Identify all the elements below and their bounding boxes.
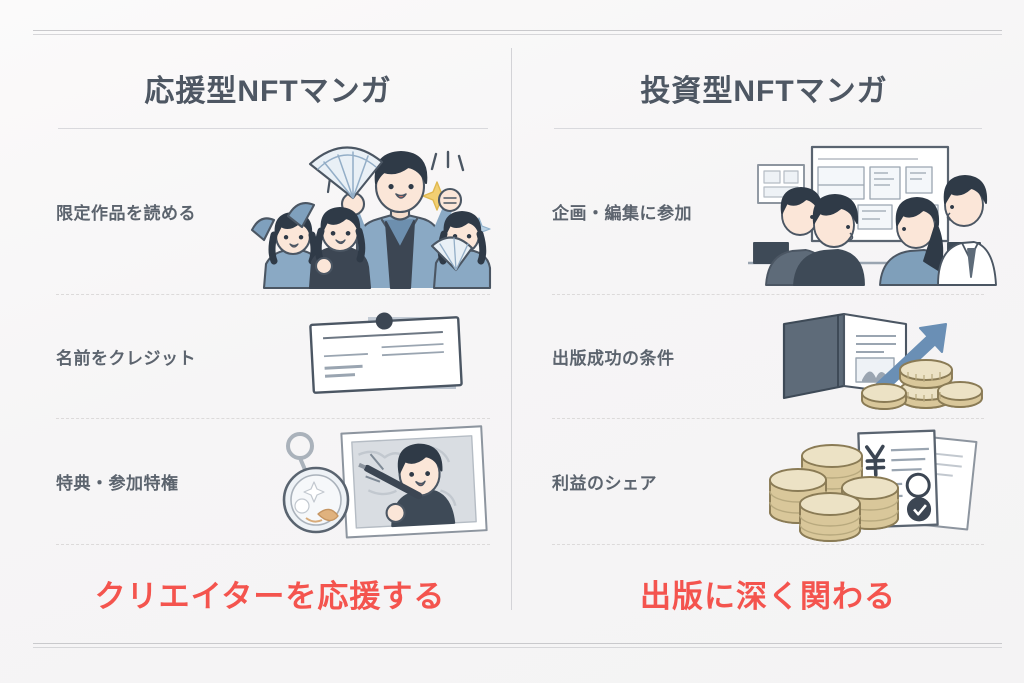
feature-rows-right: 企画・編集に参加 <box>552 129 997 545</box>
feature-label: 出版成功の条件 <box>552 349 675 368</box>
feature-illustration <box>196 295 490 418</box>
feature-label: 限定作品を読める <box>56 204 196 223</box>
feature-rows-left: 限定作品を読める <box>56 129 492 545</box>
column-divider <box>511 48 512 610</box>
feature-illustration <box>692 129 997 294</box>
column-investment-type: 投資型NFTマンガ 企画・編集に参加 <box>512 42 1024 638</box>
keychain-photo-icon <box>282 424 488 538</box>
top-double-rule <box>33 30 1002 35</box>
feature-row: 企画・編集に参加 <box>552 129 997 295</box>
feature-label: 特典・参加特権 <box>56 474 179 493</box>
feature-illustration <box>675 295 985 418</box>
heading-underline-right <box>554 128 982 129</box>
feature-label: 名前をクレジット <box>56 349 196 368</box>
column-support-type: 応援型NFTマンガ 限定作品を読める <box>0 42 512 638</box>
feature-label: 企画・編集に参加 <box>552 204 692 223</box>
column-heading-left: 応援型NFTマンガ <box>144 75 392 108</box>
column-heading-right: 投資型NFTマンガ <box>640 75 888 108</box>
column-footer-right: 出版に深く関わる <box>640 579 896 614</box>
feature-illustration <box>196 129 492 294</box>
feature-label: 利益のシェア <box>552 474 657 493</box>
feature-illustration <box>179 419 491 544</box>
coins-documents-icon <box>769 429 978 542</box>
heading-underline-left <box>58 128 488 129</box>
column-footer-left: クリエイターを応援する <box>94 579 446 614</box>
feature-row: 特典・参加特権 <box>56 419 490 545</box>
bottom-double-rule <box>33 643 1002 648</box>
planning-meeting-icon <box>748 145 997 286</box>
columns-container: 応援型NFTマンガ 限定作品を読める <box>0 42 1024 638</box>
feature-row: 出版成功の条件 <box>552 295 984 419</box>
cheering-fans-icon <box>250 145 492 289</box>
feature-row: 名前をクレジット <box>56 295 490 419</box>
credit-card-icon <box>309 312 463 394</box>
feature-illustration <box>657 419 984 544</box>
feature-row: 限定作品を読める <box>56 129 492 295</box>
feature-row: 利益のシェア <box>552 419 984 545</box>
book-growth-coins-icon <box>782 312 983 410</box>
